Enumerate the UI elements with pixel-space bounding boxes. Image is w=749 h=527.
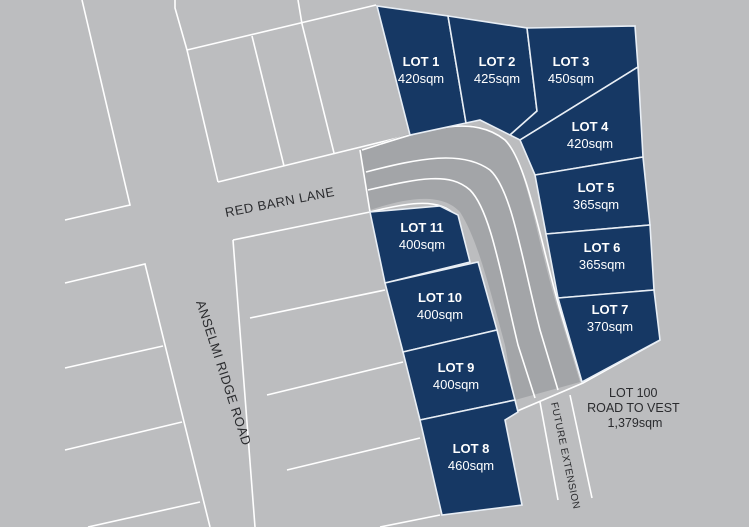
lot-7[interactable] xyxy=(556,289,661,384)
lot-100-label: LOT 100 ROAD TO VEST 1,379sqm xyxy=(587,386,683,430)
lot-8[interactable] xyxy=(419,399,523,516)
lots xyxy=(369,5,661,516)
future-extension-strip xyxy=(539,394,593,501)
lot-11[interactable] xyxy=(369,205,471,284)
neighbouring-parcels xyxy=(64,0,441,527)
